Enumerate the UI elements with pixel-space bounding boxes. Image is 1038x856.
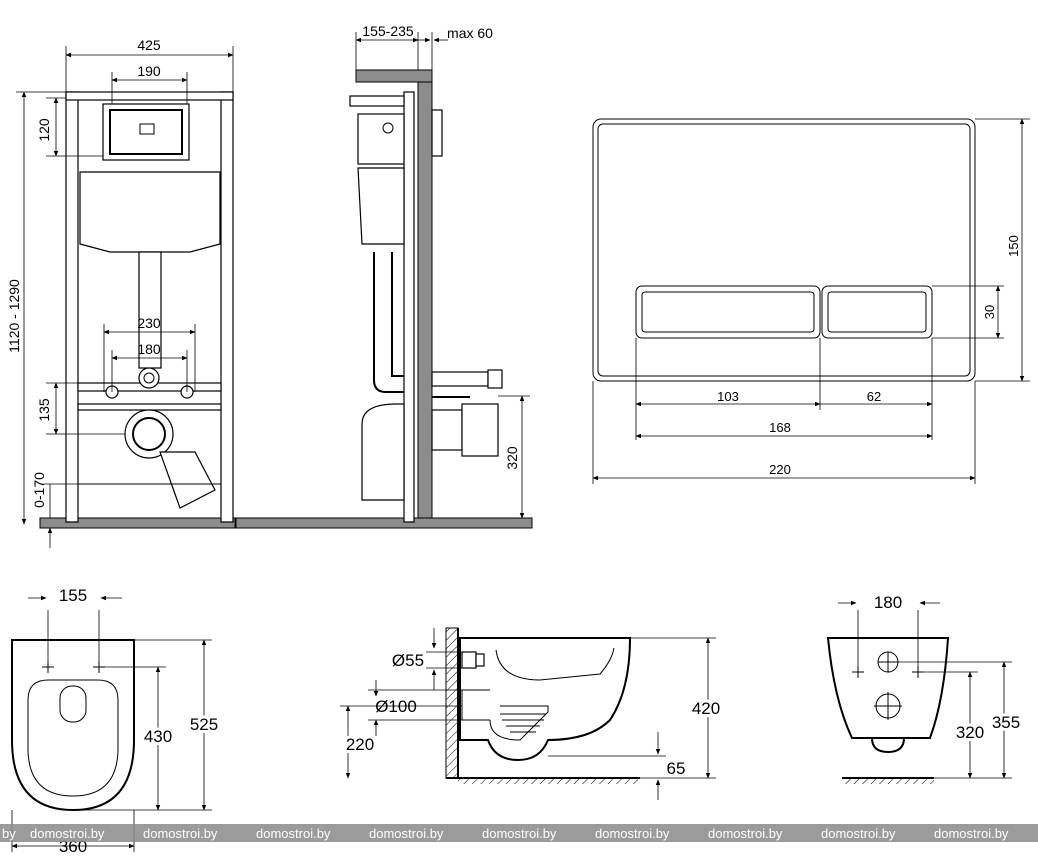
flush-button-left [635, 285, 821, 339]
bowl-back-outline [826, 637, 950, 739]
dim-buttons-total: 168 [769, 420, 791, 435]
floor-slab [39, 517, 236, 529]
bowl-top-outline [11, 639, 135, 812]
frame-front-view: 425 190 120 1120 - 1290 230 180 135 0-17… [6, 37, 236, 548]
dim-max-wall: max 60 [447, 25, 493, 41]
dim-inlet-diameter: Ø55 [392, 651, 424, 670]
drain-bend-side [361, 403, 405, 501]
watermark-prefix: by [2, 826, 16, 841]
dim-back-outlet-height: 320 [956, 723, 984, 742]
dim-leg-adjust: 0-170 [31, 472, 47, 508]
dim-outlet-height: 220 [346, 735, 374, 754]
watermark-9: domostroi.by [934, 826, 1009, 841]
dim-bowl-depth-total: 525 [190, 715, 218, 734]
dim-hole-spacing: 155 [59, 586, 87, 605]
dim-plate-width: 220 [769, 462, 791, 477]
cistern-side [357, 167, 405, 245]
frame-left-post [65, 91, 79, 523]
dim-bowl-height: 420 [692, 699, 720, 718]
flush-button-right [821, 285, 933, 339]
dim-back-hole-spacing: 180 [874, 593, 902, 612]
flush-plate-profile [431, 109, 443, 157]
dim-top-offset: 120 [36, 118, 52, 142]
bowl-side-outline [459, 637, 632, 762]
dim-drain-offset: 135 [36, 398, 52, 422]
watermark-2: domostroi.by [143, 826, 218, 841]
frame-right-post [220, 91, 234, 523]
cross-rail-lower [77, 403, 222, 411]
dim-bolt-spacing-outer: 230 [137, 315, 161, 331]
bowl-back-view: 180 320 355 [826, 593, 1023, 784]
floor-hatch-back [842, 778, 934, 784]
inlet-spud [461, 651, 477, 669]
drain-socket-side [431, 409, 463, 451]
cistern-tank [79, 171, 221, 253]
dim-frame-depth: 155-235 [362, 23, 414, 39]
wall-hatch [445, 627, 459, 779]
flush-bracket [102, 103, 190, 161]
dim-bowl-depth-inner: 430 [144, 727, 172, 746]
bowl-side-view: Ø55 Ø100 220 420 65 [340, 627, 723, 800]
watermark-3: domostroi.by [256, 826, 331, 841]
side-post [403, 91, 415, 523]
ceiling-block [355, 69, 433, 83]
bowl-top-view: 155 430 525 360 [11, 586, 221, 856]
drain-elbow [159, 451, 216, 509]
inlet-pipe-side [431, 371, 489, 387]
dim-back-inlet-height: 355 [992, 713, 1020, 732]
watermark-7: domostroi.by [708, 826, 783, 841]
dim-bolt-spacing-inner: 180 [137, 341, 161, 357]
dim-right-button: 62 [867, 389, 881, 404]
floor-hatch [458, 778, 638, 784]
watermark-strip: by domostroi.by domostroi.by domostroi.b… [0, 824, 1038, 842]
dim-frame-width: 425 [137, 37, 161, 53]
dim-button-height: 30 [982, 305, 997, 319]
watermark-5: domostroi.by [482, 826, 557, 841]
frame-top-rail [65, 91, 234, 101]
flush-plate-outline [592, 118, 976, 382]
frame-side-view: 155-235 max 60 320 [235, 23, 533, 529]
dim-left-button: 103 [717, 389, 739, 404]
water-trap-lines [500, 713, 546, 733]
dim-drain-height: 320 [504, 446, 520, 470]
watermark-6: domostroi.by [595, 826, 670, 841]
dim-plate-height: 150 [1006, 235, 1021, 257]
wall-section [417, 81, 433, 519]
flush-bracket-inner [109, 109, 183, 155]
watermark-8: domostroi.by [821, 826, 896, 841]
flush-plate-view: 150 30 103 62 168 220 [592, 118, 1030, 484]
side-bracket [357, 113, 405, 165]
watermark-1: domostroi.by [30, 826, 105, 841]
dim-outlet-diameter: Ø100 [375, 697, 417, 716]
watermark-4: domostroi.by [369, 826, 444, 841]
bowl-seat [27, 679, 119, 797]
floor-slab-side [235, 517, 533, 529]
dim-bracket-width: 190 [137, 63, 161, 79]
dim-bowl-bottom: 65 [667, 759, 686, 778]
bowl-opening [59, 685, 87, 723]
bowl-back-base [871, 737, 905, 754]
dim-frame-height: 1120 - 1290 [6, 279, 22, 353]
inlet-connector [138, 367, 160, 389]
